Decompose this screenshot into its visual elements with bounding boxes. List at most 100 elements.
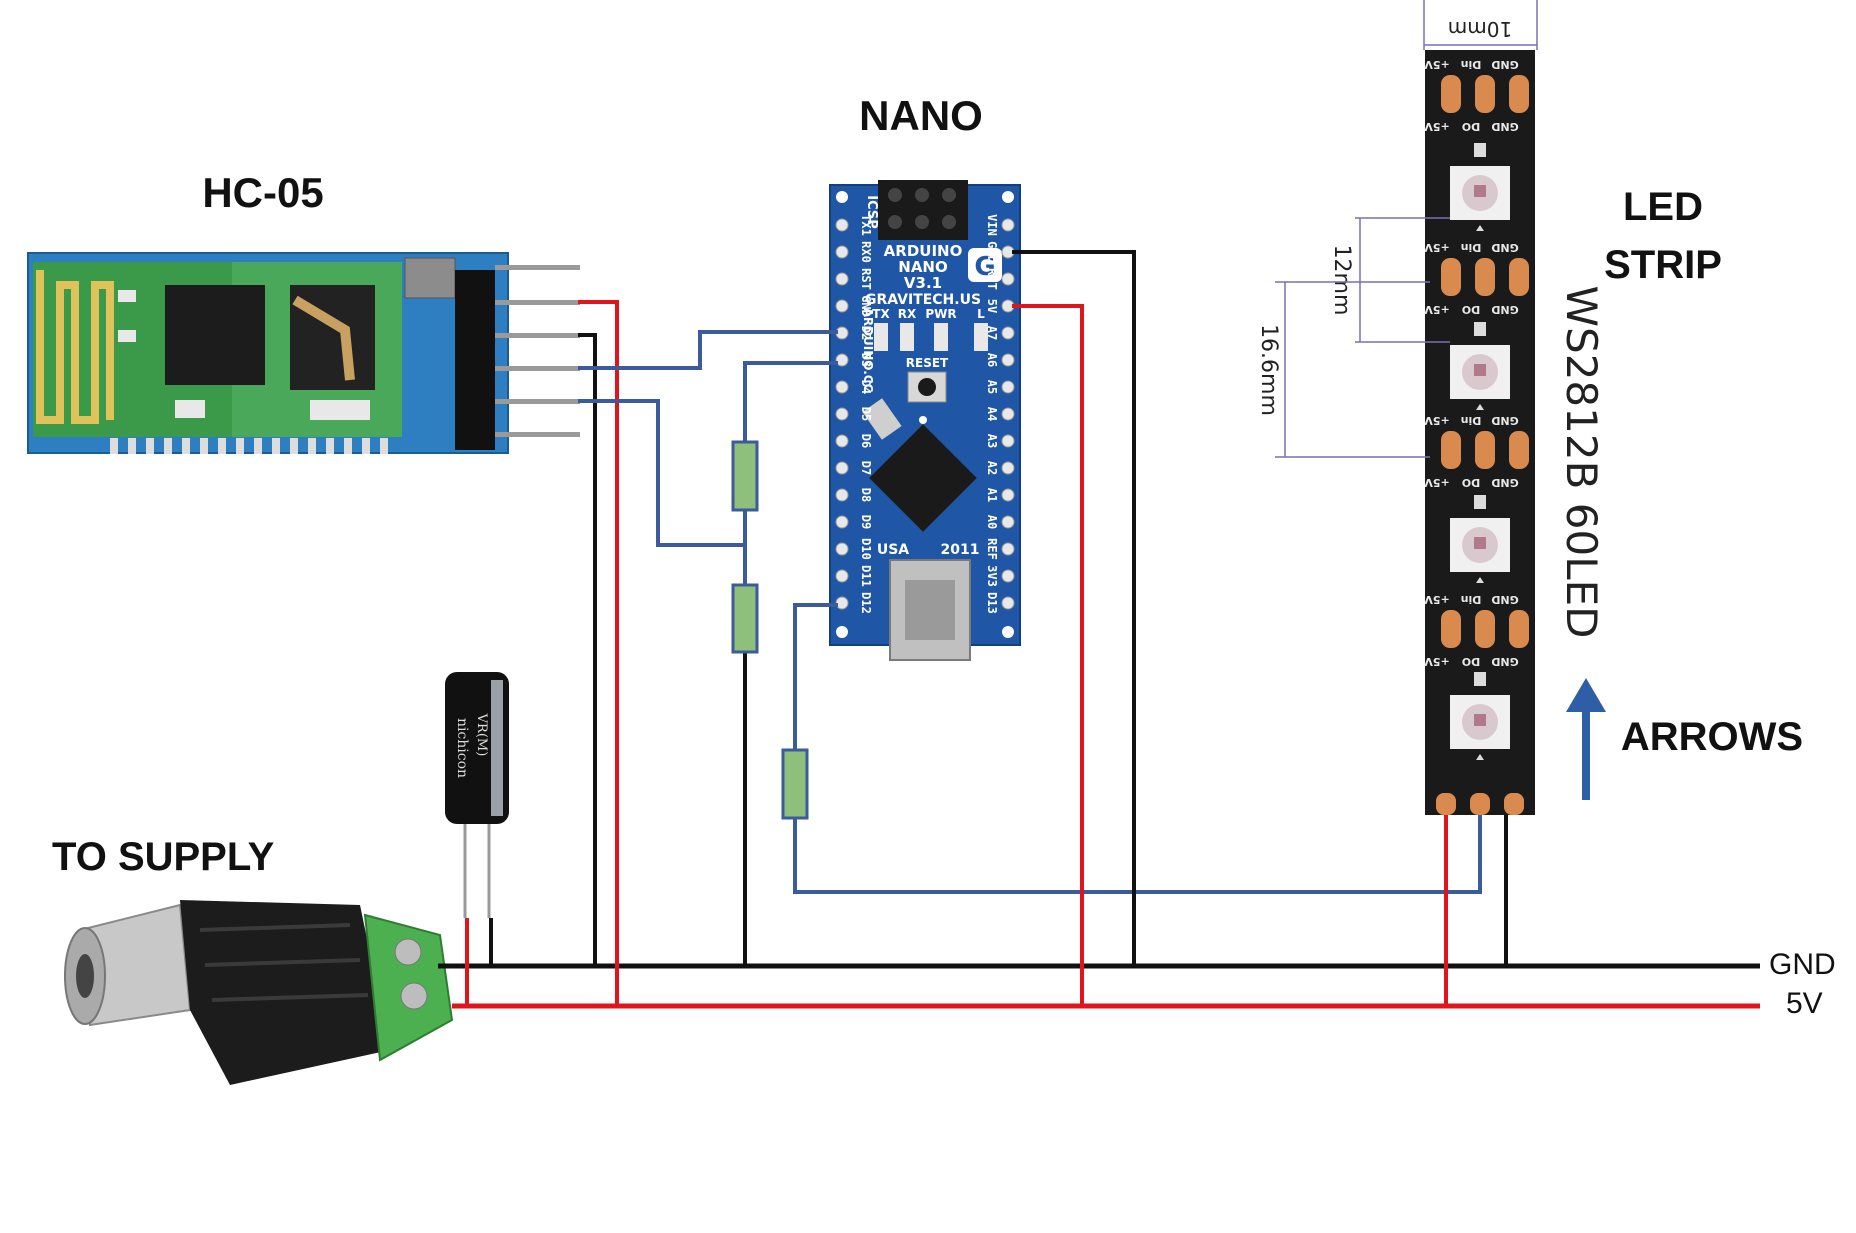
- strip-pad-label-out: +5V: [1424, 655, 1450, 668]
- strip-height-label: 16.6mm: [1256, 324, 1281, 416]
- nano-right-pin-hole: [1001, 407, 1015, 421]
- nano-right-pin-hole: [1001, 353, 1015, 367]
- hc05-module: [27, 252, 580, 454]
- nano-right-pin-label: A2: [985, 461, 999, 475]
- nano-led-label-rx: RX: [898, 307, 917, 321]
- nano-left-pin-label: D6: [859, 434, 873, 448]
- nano-left-pin-hole: [835, 488, 849, 502]
- hc05-title: HC-05: [202, 169, 323, 216]
- strip-direction-icon: [1476, 225, 1484, 231]
- direction-arrow-icon: [1566, 678, 1606, 800]
- led-strip: 10mm GNDDin+5VGNDDO+5VGNDDin+5VGNDDO+5VG…: [1256, 0, 1606, 815]
- resistor-data-line: [781, 748, 809, 820]
- strip-pad-label-in: GND: [1491, 241, 1518, 254]
- nano-right-pin-label: A6: [985, 353, 999, 367]
- strip-capacitor: [1474, 143, 1486, 157]
- nano-right-pin-hole: [1001, 596, 1015, 610]
- strip-model-label: WS2812B 60LED: [1557, 286, 1606, 639]
- strip-direction-icon: [1476, 754, 1484, 760]
- resistor-divider-1: [731, 440, 759, 512]
- nano-right-pin-hole: [1001, 569, 1015, 583]
- nano-title: NANO: [859, 92, 983, 139]
- strip-solder-pad: [1441, 258, 1461, 296]
- nano-left-pin-hole: [835, 353, 849, 367]
- strip-solder-pad: [1509, 610, 1529, 648]
- strip-pad-label-out: GND: [1491, 655, 1518, 668]
- nano-right-pin-hole: [1001, 218, 1015, 232]
- hc05-rxd-wire: [578, 399, 745, 547]
- strip-pad-label-in: Din: [1461, 593, 1482, 606]
- nano-right-pin-label: VIN: [985, 214, 999, 236]
- 5v-rail-label: 5V: [1786, 987, 1823, 1020]
- nano-right-pin-label: A4: [985, 407, 999, 421]
- nano-right-pin-hole: [1001, 515, 1015, 529]
- strip-capacitor: [1474, 672, 1486, 686]
- dc-jack-body: [180, 900, 390, 1085]
- strip-pad-label-out: DO: [1462, 655, 1480, 668]
- nano-maker-text: GRAVITECH.US: [865, 292, 981, 308]
- nano-left-pin-label: D9: [859, 515, 873, 529]
- nano-left-pin-label: D4: [859, 380, 873, 394]
- nano-left-pin-label: D8: [859, 488, 873, 502]
- dc-power-jack: [64, 900, 454, 1085]
- hc05-chip-1: [165, 285, 265, 385]
- nano-version-text: V3.1: [904, 274, 942, 292]
- resistor-divider-2: [731, 583, 759, 654]
- hc05-pins: [495, 265, 580, 437]
- strip-pad-label-in: Din: [1461, 58, 1482, 71]
- nano-left-pin-hole: [835, 569, 849, 583]
- nano-right-pin-hole: [1001, 326, 1015, 340]
- strip-pad-label-out: +5V: [1424, 476, 1450, 489]
- nano-left-pin-hole: [835, 272, 849, 286]
- nano-left-pin-hole: [835, 542, 849, 556]
- strip-height-dimension: 16.6mm: [1256, 281, 1430, 458]
- nano-left-pin-label: TX1: [859, 214, 873, 236]
- nano-right-pin-label: A3: [985, 434, 999, 448]
- nano-left-pin-label: D7: [859, 461, 873, 475]
- nano-left-pin-label: RX0: [859, 241, 873, 263]
- nano-left-pin-label: D3: [859, 353, 873, 367]
- strip-capacitor: [1474, 322, 1486, 336]
- strip-solder-pad: [1509, 75, 1529, 113]
- nano-led-label-pwr: PWR: [925, 307, 956, 321]
- strip-pad-label-out: GND: [1491, 476, 1518, 489]
- nano-left-pin-label: GND: [859, 295, 873, 317]
- nano-origin-text: USA: [877, 542, 909, 558]
- strip-pad-label-in: GND: [1491, 58, 1518, 71]
- strip-segments: GND Din +5V GND DO +5V GND Din +5V GND DO +5V GND Din…: [1424, 58, 1529, 760]
- nano-right-pin-label: 3V3: [985, 565, 999, 587]
- nano-reset-label: RESET: [906, 356, 949, 370]
- strip-pad-label-in: +5V: [1424, 58, 1450, 71]
- nano-left-pin-hole: [835, 299, 849, 313]
- arrows-label: ARROWS: [1621, 715, 1803, 759]
- nano-right-pin-label: A0: [985, 515, 999, 529]
- hc05-pads: [110, 438, 388, 454]
- strip-pad-label-out: GND: [1491, 303, 1518, 316]
- nano-5v-wire: [1012, 304, 1084, 1006]
- dc-jack-screw-1: [394, 938, 422, 966]
- strip-pad-label-in: Din: [1461, 414, 1482, 427]
- nano-right-pin-label: A5: [985, 380, 999, 394]
- wires: [438, 250, 1760, 1009]
- strip-pad-label-out: DO: [1462, 120, 1480, 133]
- nano-left-pin-hole: [835, 407, 849, 421]
- led-strip-title-line1: LED: [1623, 185, 1703, 229]
- strip-solder-pad: [1475, 610, 1495, 648]
- nano-left-pin-label: D5: [859, 407, 873, 421]
- strip-pad-label-out: +5V: [1424, 120, 1450, 133]
- capacitor-brand: nichicon: [454, 718, 470, 778]
- strip-width-dimension: 10mm: [1423, 0, 1538, 50]
- arduino-nano: ICSP G ARDUINO NANO V3.1 GRAVITECH.US TX…: [829, 180, 1021, 661]
- nano-right-pin-hole: [1001, 272, 1015, 286]
- nano-right-pin-label: 5V: [985, 299, 999, 313]
- nano-model-text: NANO: [898, 258, 947, 276]
- strip-pad-label-out: +5V: [1424, 303, 1450, 316]
- capacitor: nichicon VR(M): [445, 672, 509, 918]
- strip-pad-label-out: GND: [1491, 120, 1518, 133]
- strip-direction-icon: [1476, 404, 1484, 410]
- strip-solder-pad: [1475, 431, 1495, 469]
- hc05-button: [404, 257, 456, 299]
- gnd-rail-label: GND: [1769, 948, 1836, 981]
